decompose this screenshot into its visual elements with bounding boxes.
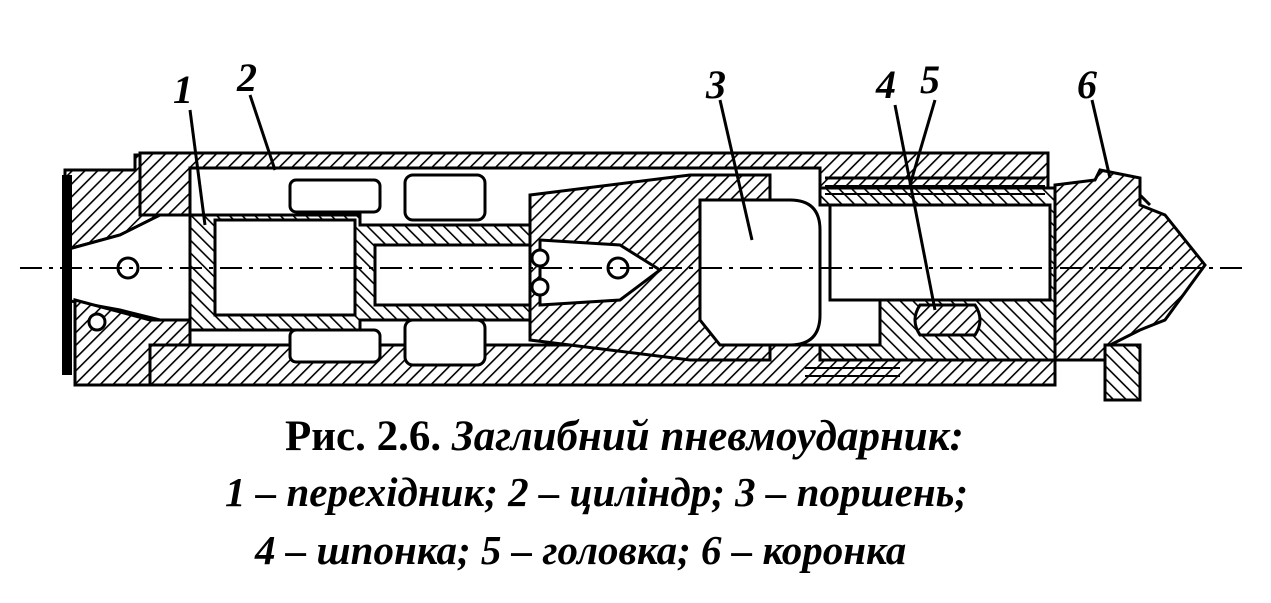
leader-lines xyxy=(188,94,1112,311)
bit-part xyxy=(1053,168,1207,402)
adapter-part xyxy=(62,153,192,387)
figure-number: Рис. 2.6. xyxy=(285,413,442,460)
head-part xyxy=(805,176,1045,377)
part-number-5: 5 xyxy=(920,57,940,102)
figure-title: Заглибний пневмоударник: xyxy=(451,413,964,460)
figure-caption-title: Рис. 2.6. Заглибний пневмоударник: xyxy=(0,412,1271,461)
key-part xyxy=(818,186,1057,362)
part-number-1: 1 xyxy=(173,67,193,112)
part-number-3: 3 xyxy=(706,62,726,107)
figure-legend-line-2: 4 – шпонка; 5 – головка; 6 – коронка xyxy=(255,527,907,573)
part-number-2: 2 xyxy=(237,55,257,100)
part-number-6: 6 xyxy=(1077,62,1097,107)
figure-legend-line-1: 1 – перехідник; 2 – циліндр; 3 – поршень… xyxy=(225,469,968,515)
part-number-4: 4 xyxy=(876,62,896,107)
